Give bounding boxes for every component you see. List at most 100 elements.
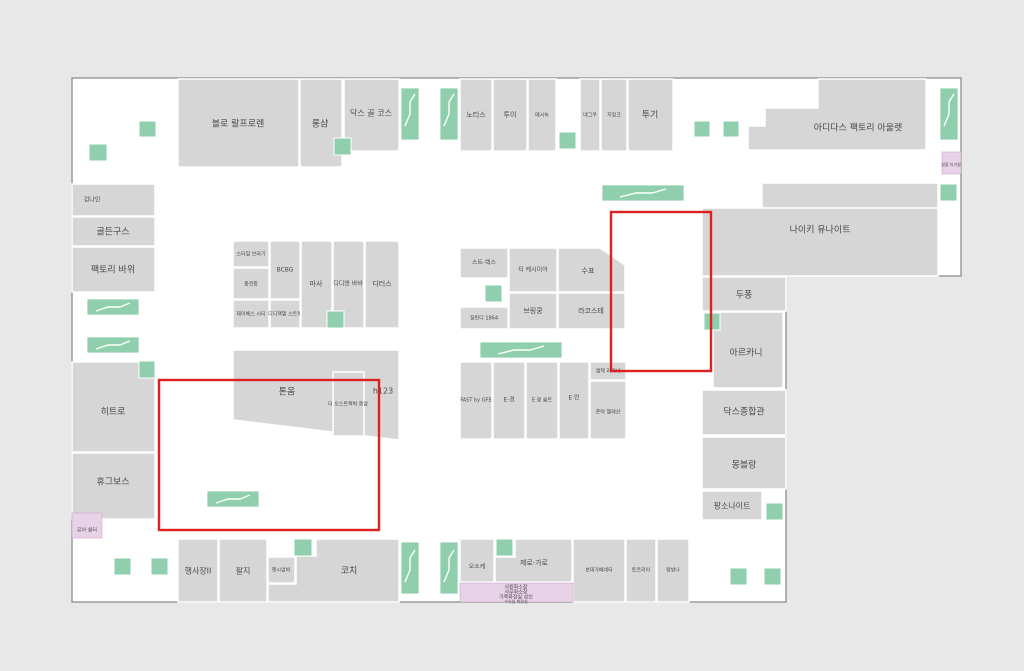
store-pansonite[interactable]: [701, 490, 763, 521]
store-tugi[interactable]: [627, 78, 674, 152]
store-tu[interactable]: [492, 78, 528, 152]
label-small-a: 메시녹: [535, 112, 549, 119]
escalator-icon[interactable]: [939, 87, 959, 141]
store-dakscomp[interactable]: [701, 389, 787, 436]
label-bcbg: BCBG: [277, 267, 294, 274]
elevator-icon[interactable]: [484, 284, 503, 303]
elevator-icon[interactable]: [150, 557, 169, 576]
label-coach: 코치: [341, 565, 358, 577]
store-palji[interactable]: [218, 538, 268, 603]
store-small-b[interactable]: [579, 78, 601, 152]
elevator-icon[interactable]: [138, 360, 156, 379]
label-lanvin: 랑방나: [666, 567, 680, 574]
elevator-icon[interactable]: [765, 502, 784, 521]
store-hangsha[interactable]: [177, 538, 219, 603]
escalator-icon[interactable]: [400, 541, 420, 595]
label-twoone: 두퐁: [736, 290, 753, 301]
label-dcb: 디디앤 바바: [333, 280, 363, 288]
store-jingdi[interactable]: [459, 306, 509, 330]
elevator-icon[interactable]: [293, 538, 313, 557]
label-fast: FAST by GFE: [460, 398, 491, 404]
label-syo-d: 디디잭멀 스트릿: [268, 311, 302, 318]
amenity-left[interactable]: [71, 512, 103, 539]
restroom-strip[interactable]: [459, 582, 574, 603]
elevator-icon[interactable]: [558, 131, 577, 150]
store-egam2[interactable]: [525, 361, 559, 440]
store-stu[interactable]: [459, 247, 509, 279]
elevator-icon[interactable]: [693, 120, 711, 138]
store-bolang[interactable]: [508, 292, 558, 330]
escalator-icon[interactable]: [400, 87, 420, 141]
store-small-c[interactable]: [600, 78, 628, 152]
label-lacol: 라코스테: [578, 306, 604, 315]
elevator-icon[interactable]: [495, 538, 514, 557]
store-syo-c[interactable]: [232, 299, 270, 329]
escalator-icon[interactable]: [206, 490, 260, 508]
store-hugo[interactable]: [71, 452, 156, 520]
label-stu: 스트·렉스: [472, 260, 496, 267]
amenity-right[interactable]: [941, 151, 962, 175]
label-factory-b: 팩토리 바위: [91, 265, 135, 276]
escalator-icon[interactable]: [86, 336, 140, 354]
label-jegaro: 제로·가로: [520, 558, 549, 567]
escalator-icon[interactable]: [439, 87, 459, 141]
elevator-icon[interactable]: [763, 567, 782, 586]
store-lacol[interactable]: [557, 292, 626, 330]
label-osoke: 오소케: [469, 563, 486, 571]
store-egam[interactable]: [492, 361, 526, 440]
store-nike[interactable]: [701, 207, 939, 277]
store-syo-d[interactable]: [269, 299, 301, 329]
store-osoke[interactable]: [459, 538, 495, 583]
store-techa[interactable]: [508, 247, 558, 293]
store-euro[interactable]: [332, 371, 365, 437]
escalator-icon[interactable]: [479, 341, 563, 359]
store-bluelab-prolan[interactable]: [177, 78, 300, 168]
store-dito[interactable]: [364, 240, 400, 329]
label-coach-small: 헨시엄비: [272, 567, 290, 574]
store-syo-a[interactable]: [232, 240, 270, 268]
elevator-icon[interactable]: [729, 567, 748, 586]
store-adidas[interactable]: [747, 78, 927, 151]
store-coach-small[interactable]: [267, 556, 296, 584]
store-gumin[interactable]: [71, 183, 156, 217]
label-hangsha: 행사장II: [185, 566, 212, 576]
store-sujeong[interactable]: [557, 247, 626, 293]
store-dakscool-top[interactable]: [343, 78, 400, 152]
store-arkani[interactable]: [712, 311, 784, 389]
escalator-icon[interactable]: [601, 184, 685, 202]
store-zoem[interactable]: [589, 380, 627, 440]
store-factory-b[interactable]: [71, 246, 156, 293]
label-bluelab-prolan: 블로 랄프로렌: [212, 119, 265, 130]
label-adidas: 아디다스 팩토리 아울렛: [814, 123, 903, 134]
label-techa: 티 케시미어: [518, 266, 548, 274]
store-noti[interactable]: [459, 78, 493, 152]
store-golden[interactable]: [71, 216, 156, 247]
elevator-icon[interactable]: [88, 143, 108, 162]
elevator-icon[interactable]: [722, 120, 740, 138]
store-bcbg[interactable]: [269, 240, 301, 300]
store-small-a[interactable]: [527, 78, 557, 152]
store-lanvin[interactable]: [656, 538, 690, 603]
store-twoone[interactable]: [701, 276, 787, 312]
label-dakscomp: 닥스종합관: [723, 407, 764, 418]
label-euro: 더 오스트렉빅 웅암: [328, 401, 368, 408]
label-mongsang: 몽블랑: [732, 459, 757, 471]
label-hugo: 휴그보스: [96, 477, 129, 488]
store-jegaro[interactable]: [494, 538, 573, 583]
elevator-icon[interactable]: [113, 557, 132, 576]
label-syo-a: 스타일 브라기: [236, 251, 265, 258]
elevator-icon[interactable]: [333, 137, 352, 156]
elevator-icon[interactable]: [939, 183, 958, 202]
escalator-icon[interactable]: [86, 298, 140, 316]
store-mongsang[interactable]: [701, 436, 787, 490]
store-bodega[interactable]: [572, 538, 626, 603]
label-rest-b: 사무화소장: [504, 589, 527, 596]
store-rosso[interactable]: [625, 538, 657, 603]
elevator-icon[interactable]: [138, 120, 157, 138]
escalator-icon[interactable]: [439, 541, 459, 595]
store-ein[interactable]: [558, 361, 590, 440]
store-syo-b[interactable]: [232, 267, 270, 300]
store-fast[interactable]: [459, 361, 493, 440]
elevator-icon[interactable]: [326, 310, 345, 329]
